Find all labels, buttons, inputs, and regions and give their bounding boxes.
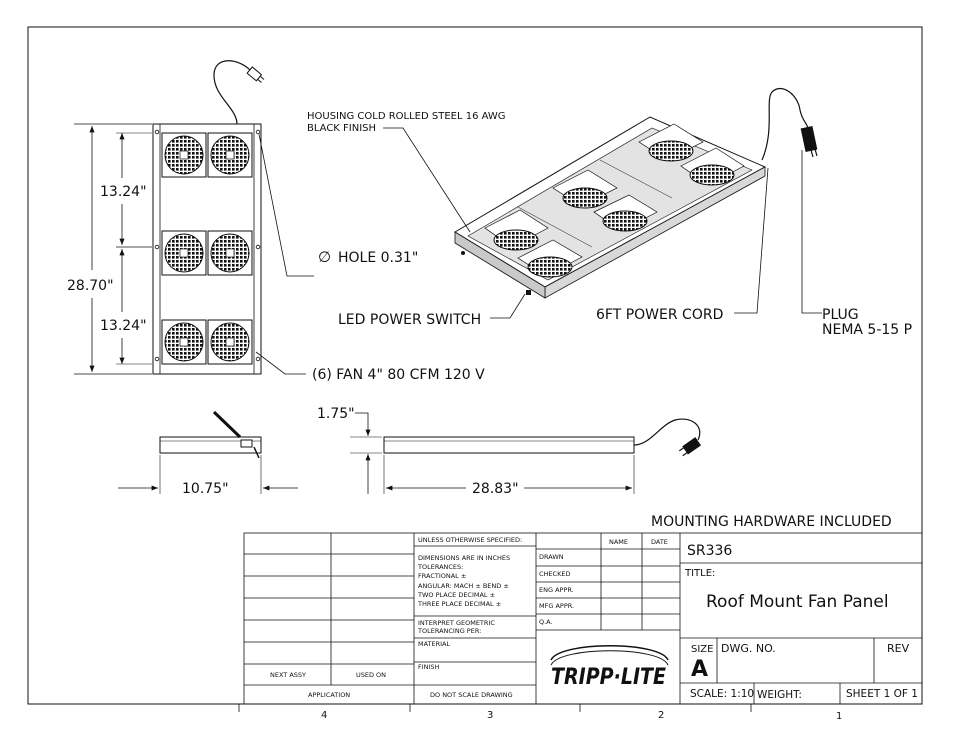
interpret-label-2: TOLERANCING PER: bbox=[417, 627, 481, 635]
material-label: MATERIAL bbox=[418, 640, 451, 648]
plug-leader bbox=[801, 150, 822, 314]
dim-height: 1.75" bbox=[317, 406, 355, 422]
housing-callout-1: HOUSING COLD ROLLED STEEL 16 AWG bbox=[307, 111, 506, 122]
drawn-label: DRAWN bbox=[539, 553, 564, 561]
cord-callout: 6FT POWER CORD bbox=[596, 307, 723, 323]
iso-fan-5 bbox=[638, 123, 704, 162]
qa-label: Q.A. bbox=[539, 618, 553, 626]
weight-label: WEIGHT: bbox=[757, 689, 802, 701]
plug-side bbox=[678, 437, 702, 457]
logo-text: TRIPP·LITE bbox=[551, 665, 666, 690]
do-not-scale-label: DO NOT SCALE DRAWING bbox=[430, 691, 513, 699]
fan-top-right bbox=[207, 132, 253, 178]
iso-fan-4 bbox=[593, 194, 658, 232]
fan-mid-left bbox=[161, 230, 207, 276]
fan-mid-right bbox=[207, 230, 253, 276]
sheet-label: SHEET 1 OF 1 bbox=[846, 688, 918, 700]
title-block-text: UNLESS OTHERWISE SPECIFIED: NAME DATE DI… bbox=[270, 536, 918, 701]
dim-pitch-bottom: 13.24" bbox=[100, 318, 147, 334]
dim-note-6: THREE PLACE DECIMAL ± bbox=[417, 600, 501, 608]
dim-note-5: TWO PLACE DECIMAL ± bbox=[417, 591, 495, 599]
led-switch-body bbox=[526, 290, 531, 295]
date-col-label: DATE bbox=[651, 538, 668, 546]
scale-label: SCALE: 1:10 bbox=[690, 688, 754, 700]
fan-top-left bbox=[161, 132, 207, 178]
iso-fan-1 bbox=[484, 209, 549, 251]
rev-label: REV bbox=[887, 642, 910, 655]
interpret-label-1: INTERPRET GEOMETRIC bbox=[418, 619, 495, 627]
used-on-label: USED ON bbox=[356, 671, 386, 679]
isometric-view: HOUSING COLD ROLLED STEEL 16 AWG BLACK F… bbox=[307, 87, 912, 338]
front-view: 10.75" bbox=[118, 410, 298, 497]
cord-side bbox=[633, 418, 701, 446]
fan-bottom-left bbox=[161, 319, 207, 365]
dim-note-4: ANGULAR: MACH ± BEND ± bbox=[418, 582, 509, 590]
title-label: TITLE: bbox=[684, 568, 715, 579]
plug-top-view bbox=[246, 66, 265, 83]
dwg-no-label: DWG. NO. bbox=[721, 642, 776, 655]
zone-2: 2 bbox=[658, 710, 664, 721]
dim-side-length: 28.83" bbox=[472, 481, 519, 497]
tripp-lite-logo: TRIPP·LITE bbox=[550, 645, 669, 690]
diameter-symbol: ∅ bbox=[318, 248, 331, 266]
dim-note-3: FRACTIONAL ± bbox=[418, 572, 466, 580]
unless-label: UNLESS OTHERWISE SPECIFIED: bbox=[418, 536, 522, 544]
drawing-title: Roof Mount Fan Panel bbox=[706, 592, 889, 612]
dim-width: 10.75" bbox=[182, 481, 229, 497]
mounting-holes bbox=[154, 129, 261, 362]
zone-3: 3 bbox=[487, 710, 493, 721]
part-number: SR336 bbox=[687, 543, 732, 559]
dim-overall-length: 28.70" bbox=[67, 278, 114, 294]
fan-bottom-right bbox=[207, 319, 253, 365]
size-value: A bbox=[691, 657, 708, 682]
cord-iso bbox=[761, 87, 809, 161]
size-label: SIZE bbox=[691, 644, 713, 655]
top-view: 13.24" 28.70" 13.24" ∅ HOLE 0.31" (6) FA… bbox=[67, 60, 485, 383]
housing-callout-2: BLACK FINISH bbox=[307, 123, 376, 134]
finish-label: FINISH bbox=[418, 663, 440, 671]
zone-markers: 4 3 2 1 bbox=[238, 704, 842, 722]
led-leader bbox=[490, 293, 526, 319]
checked-label: CHECKED bbox=[539, 570, 570, 578]
dim-note-2: TOLERANCES: bbox=[417, 563, 463, 571]
mounting-note: MOUNTING HARDWARE INCLUDED bbox=[651, 514, 892, 530]
side-view: 1.75" 28.83" bbox=[317, 406, 702, 497]
dim-note-1: DIMENSIONS ARE IN INCHES bbox=[418, 554, 510, 562]
plug-callout-1: PLUG bbox=[822, 307, 859, 323]
cord-leader bbox=[734, 167, 769, 314]
next-assy-label: NEXT ASSY bbox=[270, 671, 306, 679]
iso-fan-6 bbox=[680, 147, 745, 186]
zone-4: 4 bbox=[321, 710, 327, 721]
dim-pitch-top: 13.24" bbox=[100, 184, 147, 200]
cord-top-view bbox=[213, 60, 251, 125]
hole-callout: HOLE 0.31" bbox=[338, 250, 418, 266]
fan-callout: (6) FAN 4" 80 CFM 120 V bbox=[312, 367, 485, 383]
led-callout: LED POWER SWITCH bbox=[338, 312, 481, 328]
eng-appr-label: ENG APPR. bbox=[539, 586, 574, 594]
plug-callout-2: NEMA 5-15 P bbox=[822, 322, 912, 338]
hole-leader bbox=[258, 133, 314, 277]
application-label: APPLICATION bbox=[308, 691, 350, 699]
zone-1: 1 bbox=[836, 711, 842, 722]
plug-iso bbox=[800, 126, 818, 158]
iso-fan-2 bbox=[517, 239, 583, 278]
iso-fan-3 bbox=[552, 169, 618, 209]
mfg-appr-label: MFG APPR. bbox=[539, 602, 574, 610]
title-block bbox=[243, 532, 923, 705]
housing-leader bbox=[383, 127, 471, 233]
fan-leader bbox=[255, 351, 306, 375]
name-col-label: NAME bbox=[609, 538, 628, 546]
